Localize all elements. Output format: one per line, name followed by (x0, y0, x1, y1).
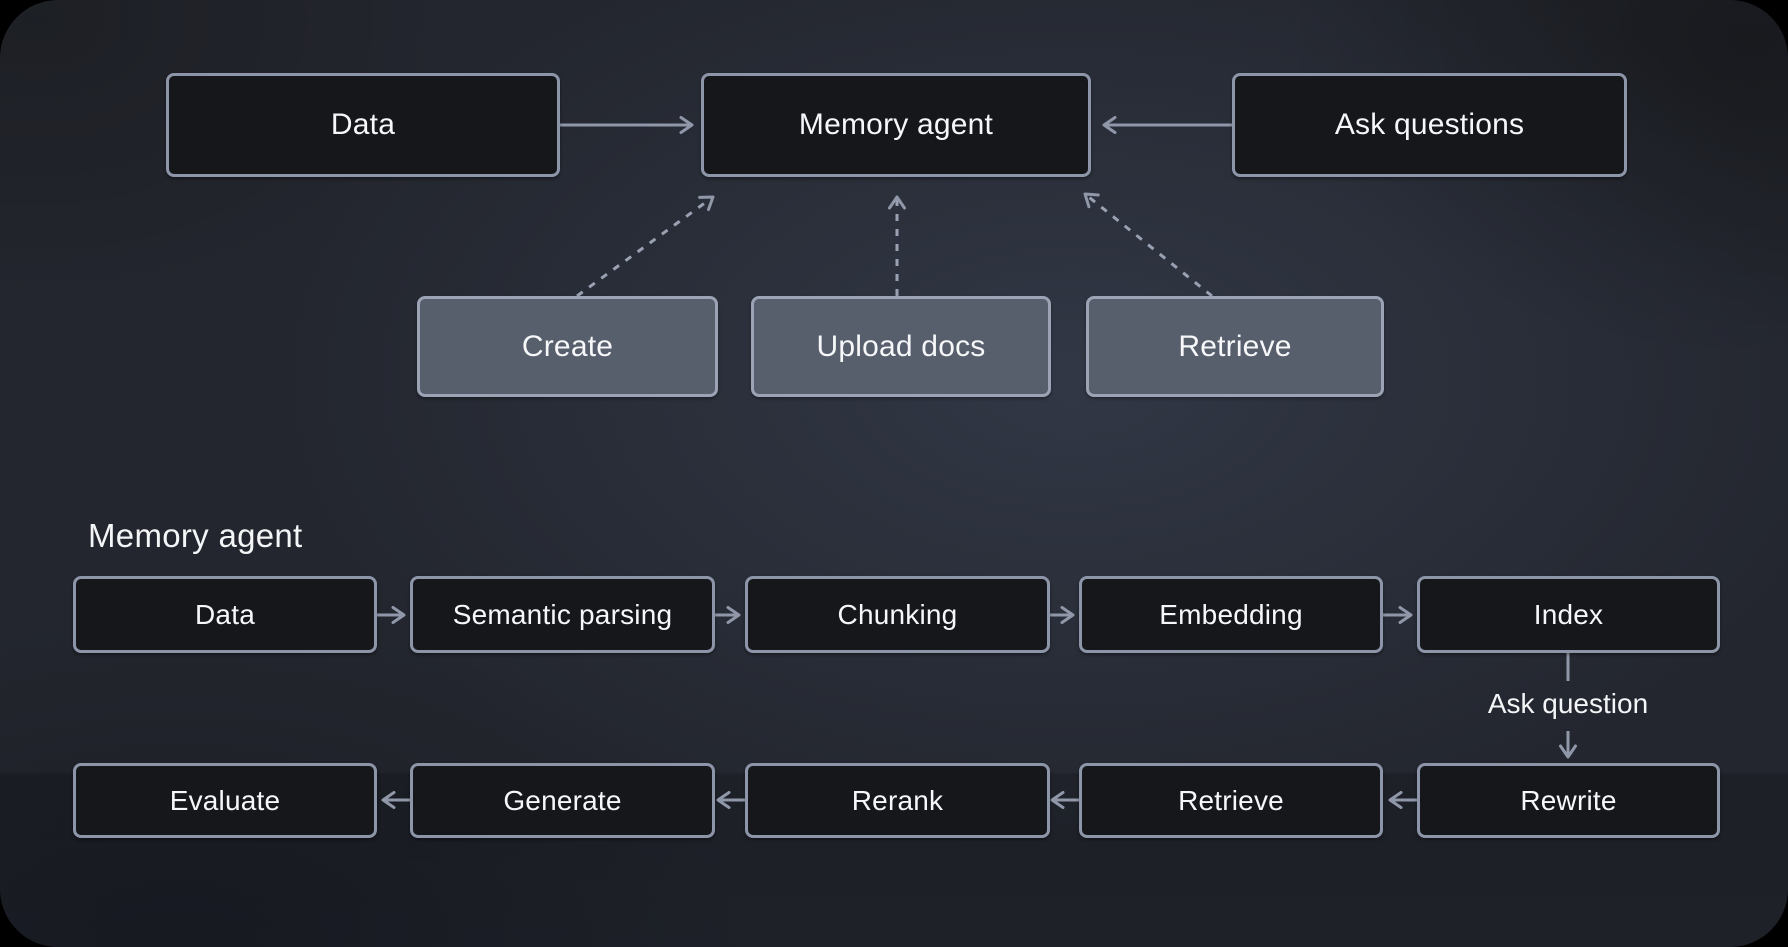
node-index: Index (1417, 576, 1720, 653)
node-label: Embedding (1159, 598, 1303, 630)
node-rewrite: Rewrite (1417, 763, 1720, 838)
node-label: Create (521, 329, 614, 363)
node-label: Rerank (851, 784, 944, 816)
node-ask-questions: Ask questions (1232, 73, 1627, 177)
node-semantic-parsing: Semantic parsing (410, 576, 715, 653)
arrow-retrieve-to-memory-agent (1083, 192, 1213, 298)
section-title: Memory agent (88, 517, 303, 554)
node-label: Memory agent (798, 108, 994, 141)
node-embedding: Embedding (1079, 576, 1383, 653)
edge-label-ask-question: Ask question (1487, 688, 1649, 719)
node-label: Ask questions (1334, 108, 1525, 141)
node-upload-docs: Upload docs (751, 296, 1051, 397)
node-label: Evaluate (169, 784, 281, 816)
node-label: Upload docs (816, 329, 986, 363)
node-pipeline-data: Data (73, 576, 377, 653)
node-retrieve-step: Retrieve (1079, 763, 1383, 838)
node-label: Data (195, 598, 255, 630)
node-evaluate: Evaluate (73, 763, 377, 838)
node-label: Retrieve (1178, 784, 1284, 816)
node-data-source: Data (166, 73, 560, 177)
node-chunking: Chunking (745, 576, 1050, 653)
node-retrieve-action: Retrieve (1086, 296, 1384, 397)
node-label: Index (1533, 598, 1604, 630)
node-memory-agent: Memory agent (701, 73, 1091, 177)
node-label: Retrieve (1178, 329, 1292, 363)
node-label: Data (330, 108, 396, 141)
node-rerank: Rerank (745, 763, 1050, 838)
node-generate: Generate (410, 763, 715, 838)
node-label: Rewrite (1520, 784, 1617, 816)
node-label: Generate (503, 784, 622, 816)
arrow-create-to-memory-agent (576, 195, 715, 298)
node-create: Create (417, 296, 718, 397)
node-label: Semantic parsing (452, 598, 673, 630)
node-label: Chunking (837, 598, 958, 630)
